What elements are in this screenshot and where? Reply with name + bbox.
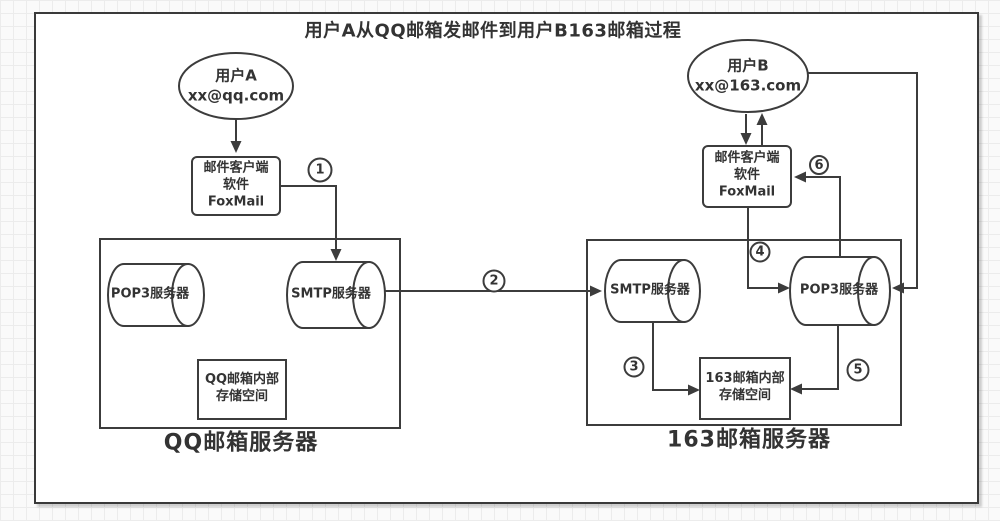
163-storage-label: 163邮箱内部 存储空间 xyxy=(705,371,785,403)
foxmail-b-label: 邮件客户端 软件 FoxMail xyxy=(714,150,780,200)
qq-pop3-cylinder xyxy=(107,263,189,327)
163-smtp-label: SMTP服务器 xyxy=(610,282,690,298)
arrowhead-userb-down xyxy=(740,133,752,145)
edge-4-foxmail-pop3 xyxy=(747,207,779,289)
arrowhead-6 xyxy=(794,171,806,183)
step-1-badge: 1 xyxy=(307,157,333,183)
edge-userb-pop3 xyxy=(807,72,918,289)
step-2-badge: 2 xyxy=(482,269,506,293)
arrowhead-3 xyxy=(688,384,700,396)
user-a-ellipse xyxy=(178,52,294,120)
step-6-badge: 6 xyxy=(809,155,829,175)
163-server-label: 163邮箱服务器 xyxy=(667,427,831,453)
163-pop3-cylinder-cap xyxy=(857,256,891,326)
arrowhead-2 xyxy=(590,285,602,297)
foxmail-b-box xyxy=(702,145,792,208)
arrowhead-userb-pop3 xyxy=(892,282,904,294)
163-pop3-cylinder xyxy=(789,256,875,326)
edge-5-pop3-storage xyxy=(801,325,839,390)
qq-smtp-label: SMTP服务器 xyxy=(291,286,371,302)
step-3-badge: 3 xyxy=(623,356,645,378)
arrowhead-usera-foxmail xyxy=(230,141,242,153)
qq-server-label: QQ邮箱服务器 xyxy=(163,430,319,456)
user-b-ellipse xyxy=(687,39,809,113)
163-smtp-cylinder xyxy=(604,259,685,323)
qq-smtp-cylinder-cap xyxy=(352,261,386,329)
user-b-label: 用户B xx@163.com xyxy=(694,56,802,95)
edge-1-foxmail-smtp xyxy=(280,185,337,250)
163-pop3-label: POP3服务器 xyxy=(799,282,879,298)
diagram-title: 用户A从QQ邮箱发邮件到用户B163邮箱过程 xyxy=(304,20,682,42)
step-5-badge: 5 xyxy=(846,358,870,382)
arrowhead-1 xyxy=(330,249,342,261)
qq-pop3-label: POP3服务器 xyxy=(110,286,190,302)
user-a-label: 用户A xx@qq.com xyxy=(187,66,285,105)
arrowhead-5 xyxy=(790,383,802,395)
edge-6-pop3-foxmail xyxy=(805,176,841,258)
qq-pop3-cylinder-cap xyxy=(171,263,205,327)
step-4-badge: 4 xyxy=(749,241,771,263)
163-smtp-cylinder-cap xyxy=(667,259,701,323)
foxmail-a-box xyxy=(191,156,281,216)
arrowhead-userb-up xyxy=(756,113,768,125)
arrowhead-4 xyxy=(778,282,790,294)
edge-3-smtp-storage xyxy=(652,322,688,391)
163-storage-box xyxy=(699,357,791,420)
qq-smtp-cylinder xyxy=(286,261,370,329)
qq-storage-label: QQ邮箱内部 存储空间 xyxy=(204,372,280,404)
foxmail-a-label: 邮件客户端 软件 FoxMail xyxy=(203,160,269,210)
qq-storage-box xyxy=(197,359,287,420)
